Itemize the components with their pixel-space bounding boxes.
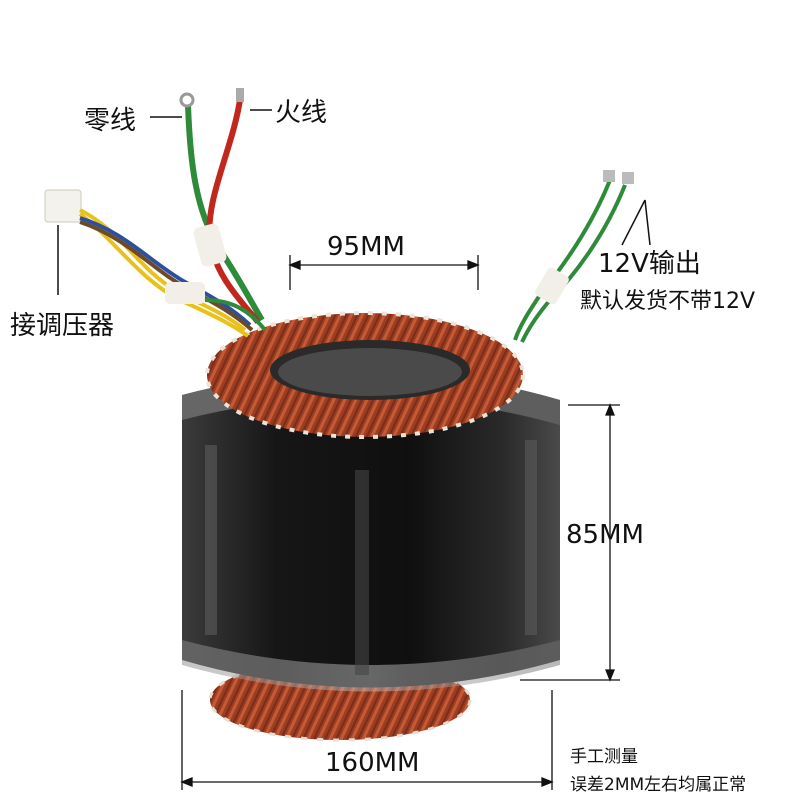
measurement-note-line2: 误差2MM左右均属正常 [570,775,747,795]
output-12v-label: 12V输出 [598,249,701,279]
outer-diameter-label: 160MM [325,748,420,778]
dimension-lines [180,255,620,790]
neutral-live-wires [179,88,265,324]
connector-plug-icon [44,189,82,223]
output-12v-wires [513,170,634,343]
height-label: 85MM [566,520,644,550]
regulator-label: 接调压器 [10,311,115,341]
annotation-lines [57,109,651,295]
ring-terminal-icon [179,92,195,108]
measurement-note-line1: 手工测量 [570,747,638,767]
live-wire-label: 火线 [275,98,328,128]
inner-diameter-label: 95MM [327,232,405,262]
default-no-12v-note: 默认发货不带12V [580,289,756,314]
neutral-wire-label: 零线 [84,106,137,136]
top-winding [205,311,525,439]
regulator-wires [44,189,267,338]
